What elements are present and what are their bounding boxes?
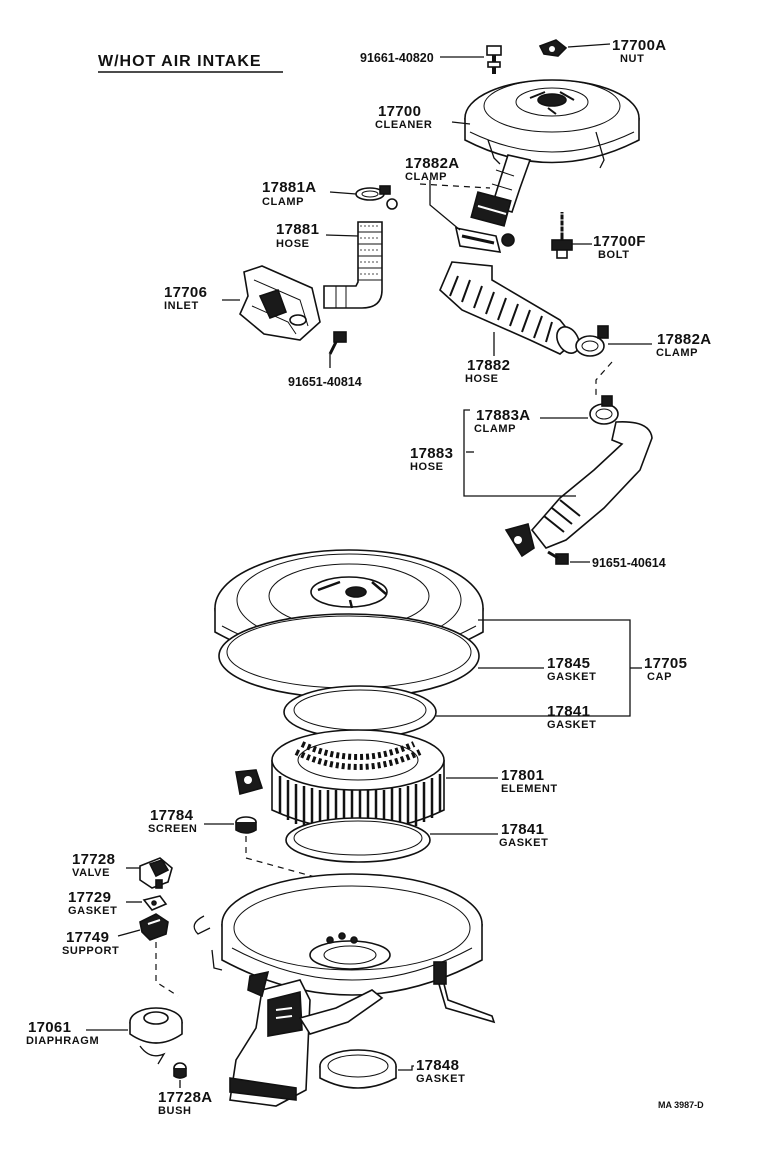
hose-main-drawing (439, 261, 580, 355)
part-number-17705: 17705 (644, 655, 687, 672)
part-number-17883: 17883 (410, 445, 453, 462)
part-number-17728a: 17728A (158, 1089, 212, 1106)
clamp-lower-dashline (595, 361, 613, 396)
part-name-nut: NUT (620, 53, 644, 65)
part-name-gasket-upper: GASKET (547, 719, 596, 731)
part-number-17749: 17749 (66, 929, 109, 946)
gasket-upper-drawing (283, 685, 437, 739)
element-drawing (271, 729, 445, 836)
thermo-valve-drawing (235, 769, 264, 796)
diaphragm-drawing (129, 1007, 183, 1065)
screen-dashline (245, 836, 327, 912)
nut-leader (567, 43, 611, 48)
part-number-17801: 17801 (501, 767, 544, 784)
cleaner-housing-drawing (193, 873, 496, 1107)
support-leader (117, 929, 141, 937)
clamp-small-drawing (355, 185, 398, 210)
part-name-bush: BUSH (158, 1105, 192, 1117)
gasket-bottom-drawing (319, 1049, 397, 1089)
part-number-17700a: 17700A (612, 37, 666, 54)
support-dashline (155, 942, 179, 997)
gasket-cap-drawing (218, 613, 480, 699)
part-number-17883a: 17883A (476, 407, 530, 424)
part-name-hose-main: HOSE (465, 373, 499, 385)
part-number-17881a: 17881A (262, 179, 316, 196)
part-name-support: SUPPORT (62, 945, 119, 957)
part-number-17700f: 17700F (593, 233, 646, 250)
clamp-hose-drawing (589, 395, 619, 425)
valve-drawing (139, 857, 173, 889)
part-name-clamp-upper: CLAMP (405, 171, 447, 183)
part-number-17848: 17848 (416, 1057, 459, 1074)
part-name-hose-small: HOSE (276, 238, 310, 250)
clamp-upper-leader (429, 180, 461, 231)
cleaner-leader (451, 121, 471, 125)
clamp-lower-drawing (575, 325, 609, 357)
part-label-91651-40614: 91651-40614 (592, 556, 666, 570)
bolt-top-drawing (486, 45, 502, 74)
gasket-valve-drawing (142, 895, 168, 911)
part-number-17845: 17845 (547, 655, 590, 672)
part-name-diaphragm: DIAPHRAGM (26, 1035, 99, 1047)
part-number-17882a-lower: 17882A (657, 331, 711, 348)
part-number-17706: 17706 (164, 284, 207, 301)
gasket-lower-drawing (285, 817, 431, 863)
inlet-drawing (239, 265, 321, 341)
clamp-small-leader (329, 191, 357, 195)
part-name-clamp-lower: CLAMP (656, 347, 698, 359)
part-label-91651-40814: 91651-40814 (288, 375, 362, 389)
air-cleaner-assembly-drawing (464, 79, 640, 227)
part-name-clamp-small: CLAMP (262, 196, 304, 208)
part-number-17700: 17700 (378, 103, 421, 120)
bolt-hose-drawing (547, 550, 569, 565)
part-name-cleaner: CLEANER (375, 119, 432, 131)
part-name-valve: VALVE (72, 867, 110, 879)
diagram-title: W/HOT AIR INTAKE (98, 53, 262, 70)
part-number-17061: 17061 (28, 1019, 71, 1036)
part-number-17881: 17881 (276, 221, 319, 238)
bolt-inlet-drawing (328, 331, 347, 355)
screen-drawing (235, 816, 257, 834)
part-number-17729: 17729 (68, 889, 111, 906)
part-name-hose-hot: HOSE (410, 461, 444, 473)
part-name-inlet: INLET (164, 300, 199, 312)
part-number-17728: 17728 (72, 851, 115, 868)
hose-small-leader (325, 234, 359, 237)
part-number-17841-lower: 17841 (501, 821, 544, 838)
part-name-gasket-cap: GASKET (547, 671, 596, 683)
part-name-gasket-bottom: GASKET (416, 1073, 465, 1085)
part-number-17784: 17784 (150, 807, 194, 824)
bolt-f-drawing (551, 212, 573, 259)
part-number-17882: 17882 (467, 357, 510, 374)
part-name-element: ELEMENT (501, 783, 558, 795)
drawing-code: MA 3987-D (658, 1100, 704, 1110)
part-number-17882a-upper: 17882A (405, 155, 459, 172)
part-number-17841-upper: 17841 (547, 703, 590, 720)
part-name-cap: CAP (647, 671, 672, 683)
part-name-screen: SCREEN (148, 823, 197, 835)
hose-small-drawing (323, 221, 383, 309)
part-name-clamp-hose: CLAMP (474, 423, 516, 435)
hose-hot-drawing (504, 421, 653, 558)
gasket-bottom-leader (398, 1065, 414, 1071)
part-label-91661-40820: 91661-40820 (360, 51, 434, 65)
hose-hot-bracket (463, 409, 576, 497)
clamp-upper-drawing (454, 226, 515, 253)
support-drawing (139, 913, 169, 941)
wing-nut-drawing (538, 39, 568, 57)
clamp-upper-dashline (419, 183, 491, 189)
bush-drawing (173, 1062, 187, 1079)
part-name-gasket-valve: GASKET (68, 905, 117, 917)
part-name-gasket-lower: GASKET (499, 837, 548, 849)
part-name-bolt-f: BOLT (598, 249, 630, 261)
